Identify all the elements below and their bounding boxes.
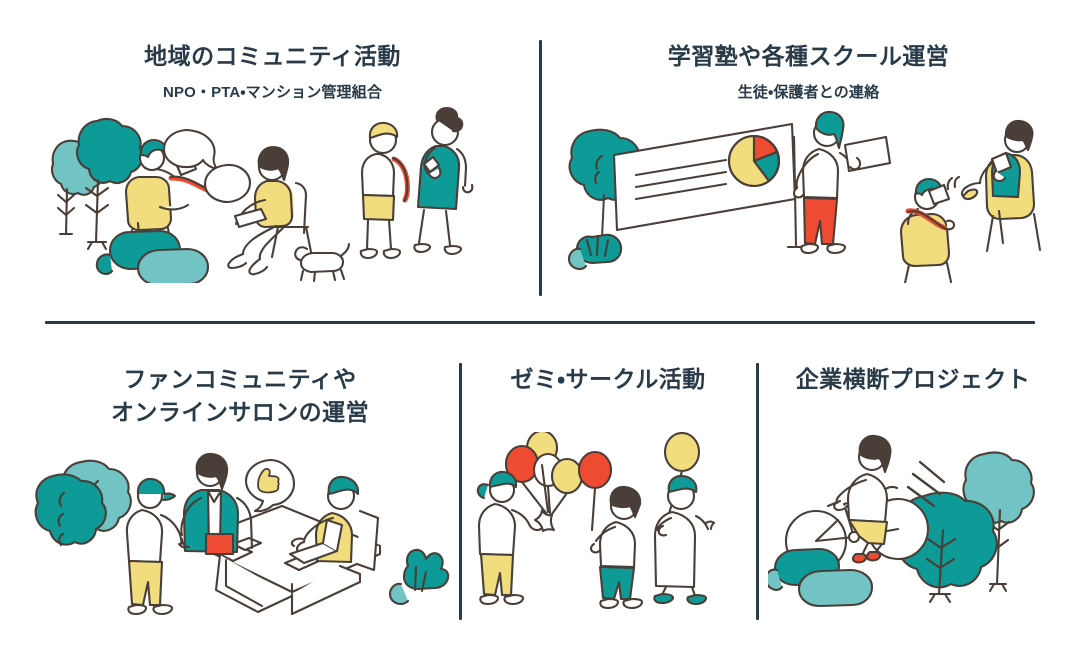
panel-project-title: 企業横断プロジェクト bbox=[795, 366, 1031, 392]
panel-community: 地域のコミュニティ活動 NPO・PTA・マンション管理組合 bbox=[20, 40, 525, 302]
thumbs-up-speech-bubble bbox=[244, 459, 296, 513]
teal-tree bbox=[76, 117, 144, 250]
cyclist bbox=[833, 434, 892, 564]
person-with-balloon-bunch bbox=[476, 470, 543, 605]
speech-bubble-1 bbox=[162, 128, 219, 170]
light-teal-bush bbox=[797, 568, 874, 607]
teal-tree bbox=[34, 473, 107, 547]
meeting-table-illustration bbox=[30, 442, 450, 622]
panel-fan-title-line-1: ファンコミュニティや bbox=[123, 366, 357, 392]
panel-school: 学習塾や各種スクール運営 生徒・保護者との連絡 bbox=[556, 40, 1061, 302]
panel-seminar: ゼミ・サークル活動 bbox=[470, 363, 746, 621]
person-with-laptop-on-chair bbox=[227, 145, 314, 275]
red-balloon bbox=[577, 450, 613, 531]
panel-school-subtitle: 生徒・保護者との連絡 bbox=[737, 83, 880, 101]
balloon-bunch bbox=[504, 431, 584, 532]
classroom-presentation-illustration bbox=[556, 103, 1061, 283]
whiteboard bbox=[612, 122, 806, 248]
divider-horizontal-middle bbox=[45, 321, 1035, 324]
divider-vertical-top bbox=[539, 40, 542, 296]
teal-bush bbox=[388, 549, 450, 606]
panel-community-title: 地域のコミュニティ活動 bbox=[144, 43, 401, 69]
panel-community-subtitle: NPO・PTA・マンション管理組合 bbox=[162, 83, 383, 101]
light-teal-bush bbox=[136, 247, 210, 283]
balloons-group-illustration bbox=[470, 431, 746, 612]
person-in-armchair-with-phone bbox=[960, 119, 1042, 252]
motion-lines bbox=[906, 460, 946, 507]
person-holding-red-balloon bbox=[589, 485, 644, 609]
cyclist-illustration bbox=[768, 432, 1058, 612]
presenter-with-pointer bbox=[792, 110, 892, 254]
park-community-illustration bbox=[20, 103, 525, 283]
panel-school-title: 学習塾や各種スクール運営 bbox=[667, 43, 950, 69]
panel-project: 企業横断プロジェクト bbox=[768, 363, 1058, 621]
panel-seminar-title: ゼミ・サークル活動 bbox=[510, 366, 706, 392]
teal-bush bbox=[567, 233, 623, 270]
person-at-laptop-yellow-shirt bbox=[288, 476, 380, 572]
boy-with-red-backpack bbox=[359, 121, 410, 259]
pie-chart bbox=[727, 134, 781, 187]
speech-bubble-2 bbox=[203, 163, 252, 203]
person-in-teal-jacket-handshake bbox=[180, 453, 254, 556]
dog bbox=[294, 242, 351, 282]
panel-fan-title: ファンコミュニティや オンラインサロンの運営 bbox=[30, 363, 450, 428]
panel-fan-title-line-2: オンラインサロンの運営 bbox=[110, 398, 370, 425]
seated-student-with-phone bbox=[899, 175, 961, 283]
panel-fan: ファンコミュニティや オンラインサロンの運営 bbox=[30, 363, 450, 621]
person-holding-yellow-balloon bbox=[653, 474, 716, 605]
divider-vertical-bottom-left bbox=[459, 363, 462, 620]
person-reading-in-yellow-chair bbox=[124, 138, 227, 256]
divider-vertical-bottom-right bbox=[756, 363, 759, 620]
person-with-cap-handshake bbox=[125, 478, 203, 616]
woman-in-teal-dress bbox=[413, 106, 474, 255]
